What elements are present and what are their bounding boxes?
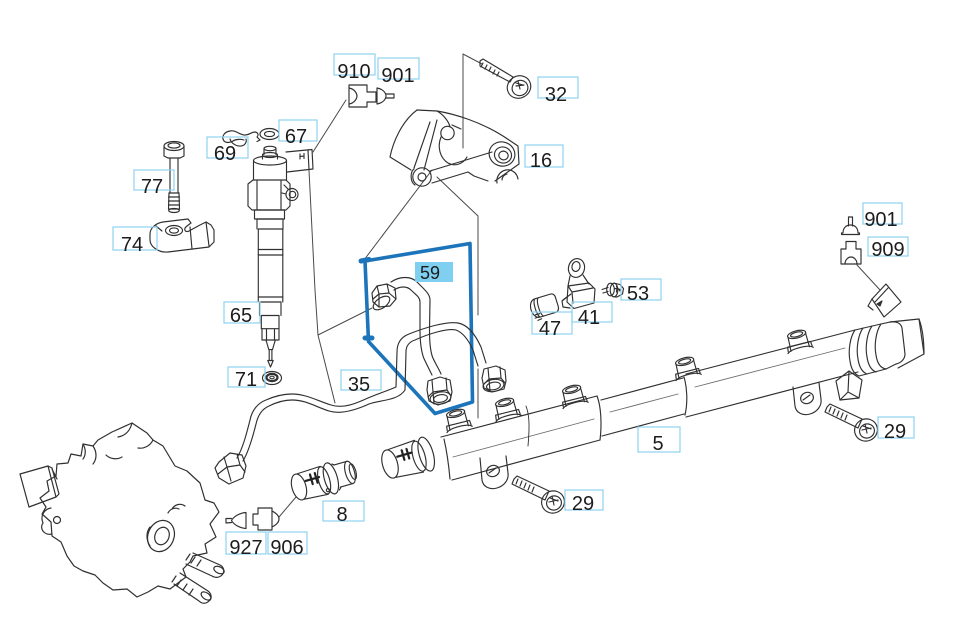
svg-text:8: 8 [336,504,347,526]
svg-text:77: 77 [141,176,163,198]
svg-text:910: 910 [337,61,370,83]
svg-text:901: 901 [381,65,414,87]
svg-text:53: 53 [627,283,649,305]
svg-text:41: 41 [578,307,600,329]
svg-text:927: 927 [229,537,262,559]
svg-text:67: 67 [285,126,307,148]
svg-text:65: 65 [230,305,252,327]
svg-text:16: 16 [530,150,552,172]
svg-text:906: 906 [270,537,303,559]
svg-text:47: 47 [539,318,561,340]
svg-text:74: 74 [121,234,143,256]
svg-text:5: 5 [652,433,663,455]
svg-text:59: 59 [420,263,440,283]
svg-text:32: 32 [545,84,567,106]
svg-text:29: 29 [572,493,594,515]
svg-text:29: 29 [884,421,906,443]
svg-text:35: 35 [348,374,370,396]
svg-text:71: 71 [235,369,257,391]
svg-text:901: 901 [864,209,897,231]
svg-text:69: 69 [214,143,236,165]
svg-text:909: 909 [871,239,904,261]
